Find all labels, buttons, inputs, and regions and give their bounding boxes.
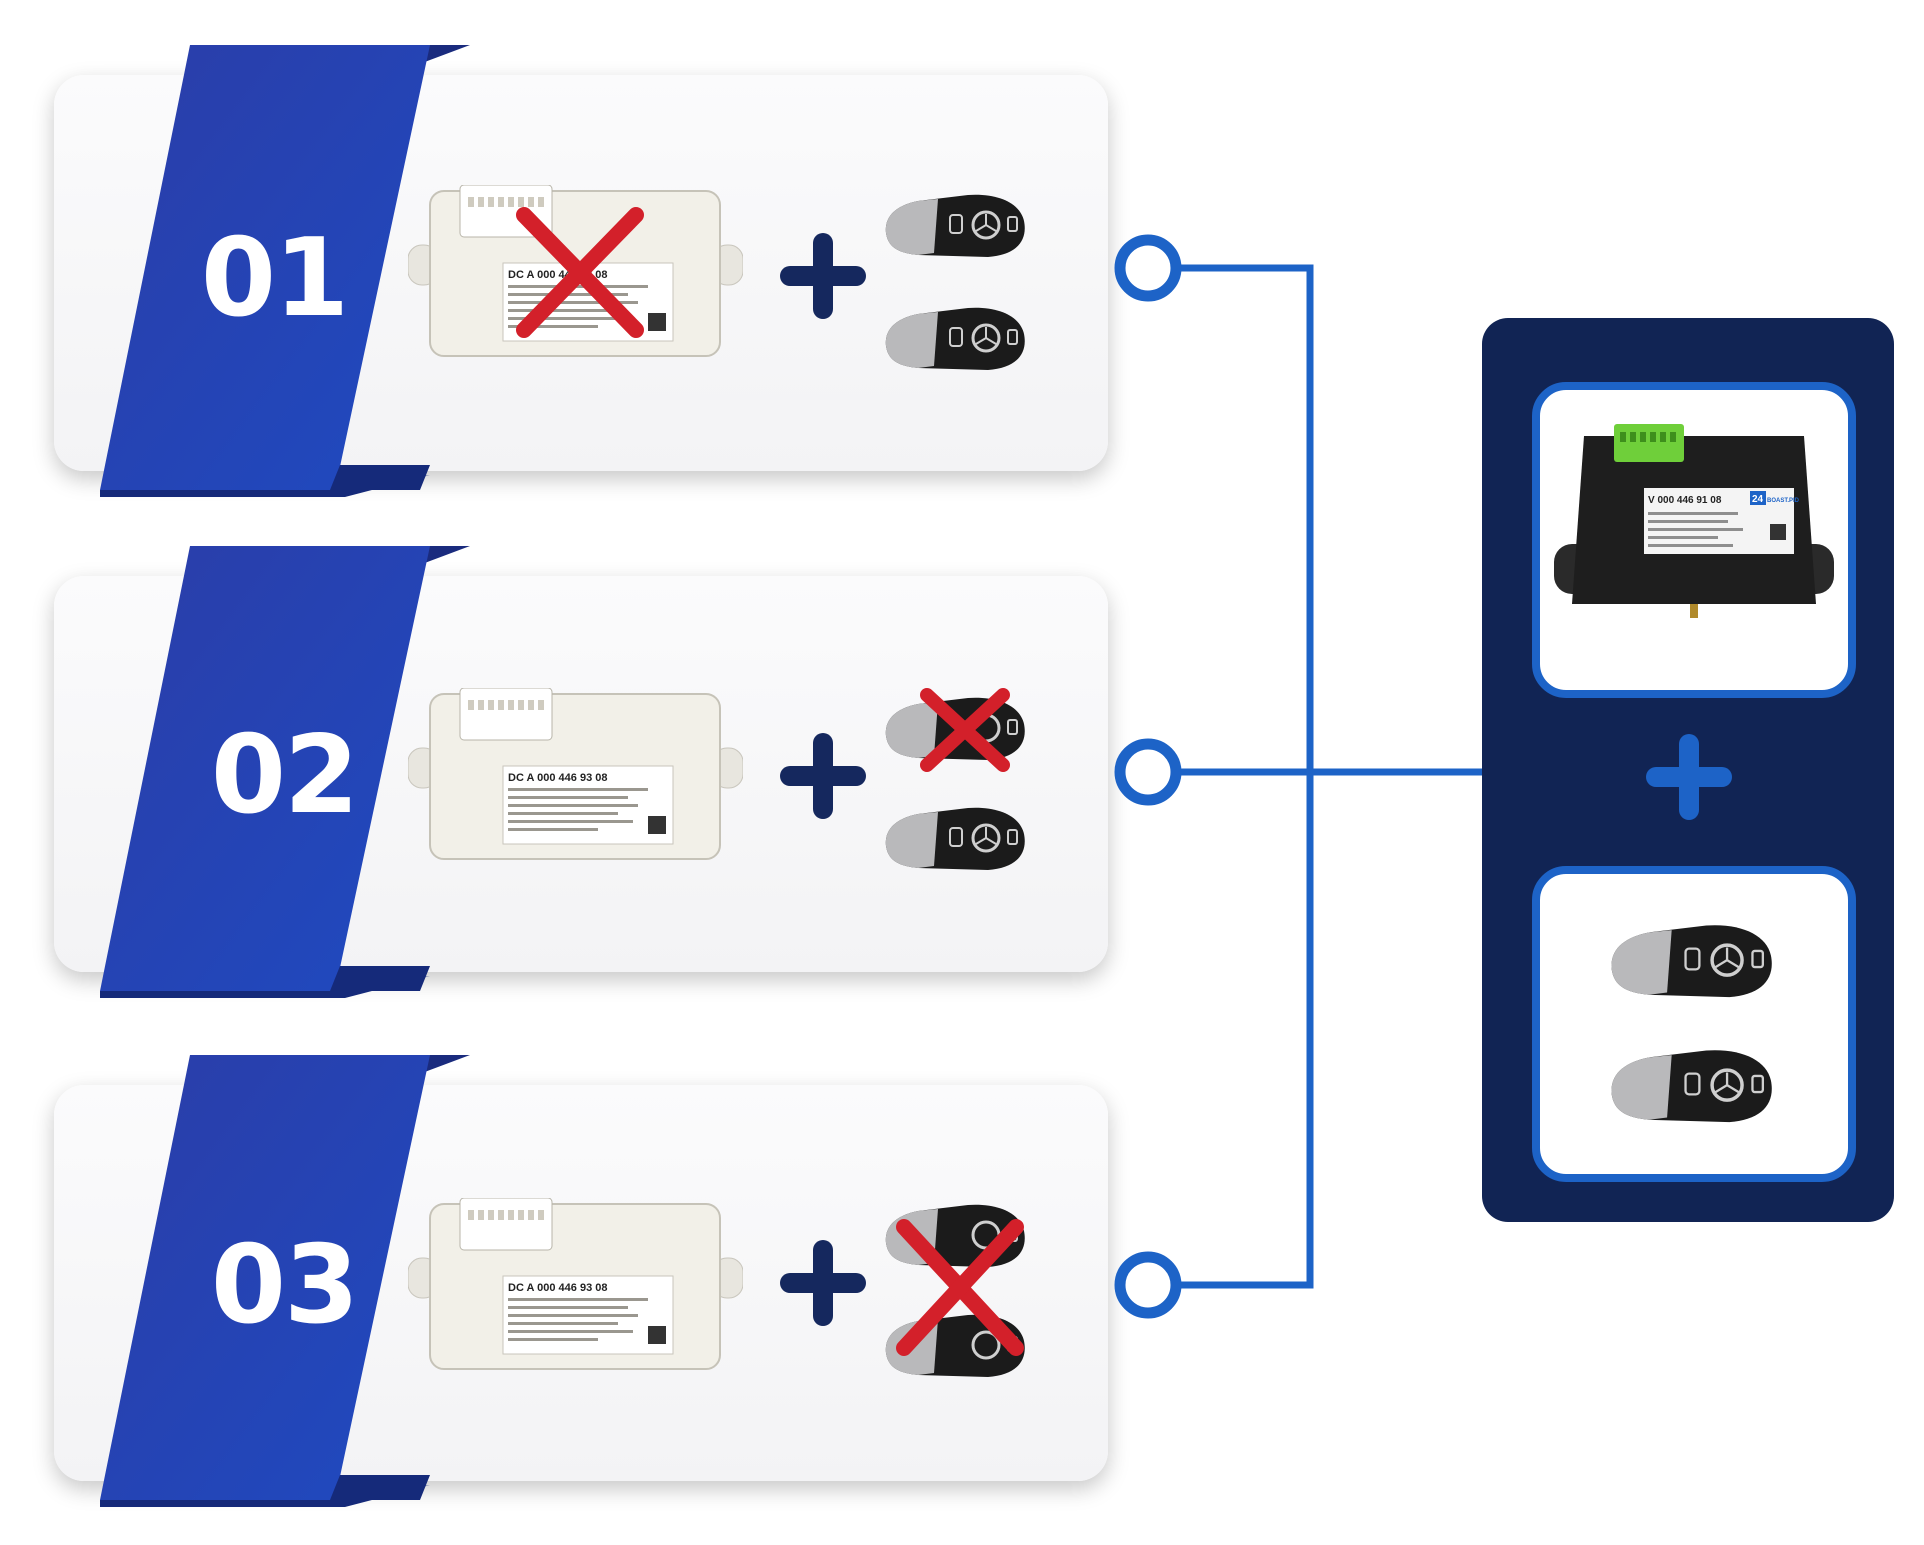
ribbon-03 <box>100 1055 470 1507</box>
cross-mark-key-03 <box>896 1219 1024 1356</box>
cross-mark-key-02 <box>920 688 1010 772</box>
replacement-brand: 24 <box>1752 494 1764 505</box>
module-label-02: DC A 000 446 93 08 <box>508 772 607 784</box>
connector-node-02 <box>1114 738 1182 806</box>
module-label-03: DC A 000 446 93 08 <box>508 1282 607 1294</box>
car-key-01b <box>885 307 1025 370</box>
replacement-keys-slot <box>1532 866 1856 1182</box>
replacement-module: V 000 446 91 08 24 BOAST.PID <box>1554 424 1834 618</box>
car-key-02b <box>885 807 1025 870</box>
connector-node-01 <box>1114 234 1182 302</box>
plus-icon-panel <box>1646 734 1732 820</box>
ribbon-02 <box>100 546 470 998</box>
control-module-03: DC A 000 446 93 08 <box>408 1198 743 1370</box>
cross-mark-module-01 <box>516 207 644 338</box>
result-panel: V 000 446 91 08 24 BOAST.PID <box>1482 318 1894 1222</box>
control-module-02: DC A 000 446 93 08 <box>408 688 743 860</box>
replacement-module-slot: V 000 446 91 08 24 BOAST.PID <box>1532 382 1856 698</box>
plus-icon-01 <box>780 233 866 319</box>
replacement-brand-text: BOAST.PID <box>1767 498 1800 504</box>
plus-icon-02 <box>780 733 866 819</box>
car-key-01a <box>885 194 1025 257</box>
new-car-key-b <box>1611 1050 1772 1123</box>
ribbon-01 <box>100 45 470 497</box>
connector-node-03 <box>1114 1251 1182 1319</box>
option-number-01: 01 <box>200 216 349 341</box>
plus-icon-03 <box>780 1240 866 1326</box>
option-number-03: 03 <box>210 1223 359 1348</box>
new-car-key-a <box>1611 925 1772 998</box>
replacement-module-label: V 000 446 91 08 <box>1648 495 1722 506</box>
option-number-02: 02 <box>210 713 359 838</box>
